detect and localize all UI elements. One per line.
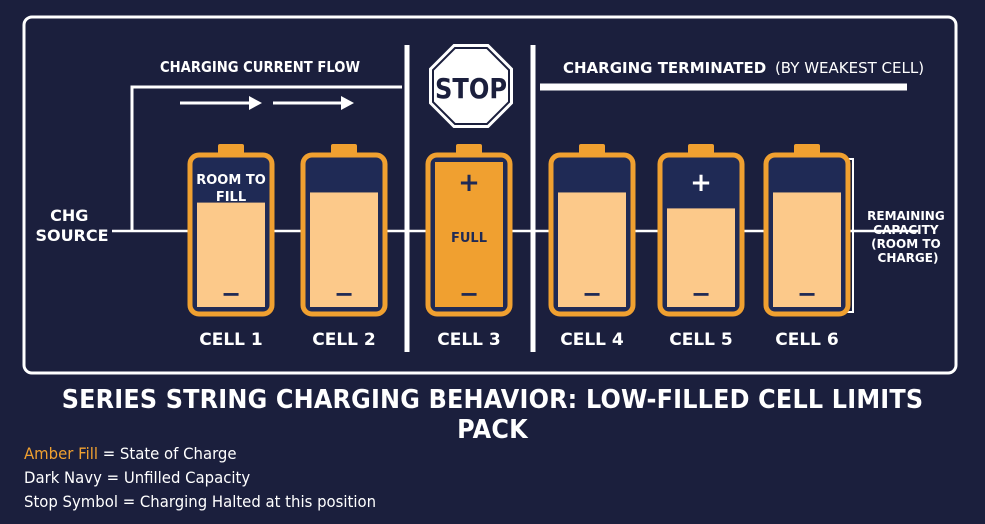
cell-label: CELL 5 [669, 330, 733, 350]
legend-key: Amber Fill [24, 444, 99, 463]
legend-item-stop: Stop Symbol = Charging Halted at this po… [24, 492, 376, 511]
battery-cell: + − CELL 5 [657, 144, 745, 350]
plus-symbol: + [690, 168, 712, 198]
charge-level [558, 192, 626, 307]
charge-level [773, 192, 841, 307]
charge-level [667, 208, 735, 307]
remaining-capacity-label: REMAINING CAPACITY (ROOM TO CHARGE) [867, 209, 949, 265]
minus-symbol: − [691, 280, 711, 308]
battery-cell: − ROOM TO FILL CELL 1 [187, 144, 275, 350]
cell-label: CELL 6 [775, 330, 839, 350]
battery-cell: + − FULL CELL 3 [425, 144, 513, 350]
legend-item-navy: Dark Navy = Unfilled Capacity [24, 468, 250, 487]
cell-label: CELL 3 [437, 330, 501, 350]
cell-inner-text: ROOM TO [196, 173, 266, 188]
legend-item-amber: Amber Fill = State of Charge [24, 444, 237, 463]
legend-desc: Dark Navy = Unfilled Capacity [24, 468, 251, 487]
cell-inner-text: FULL [451, 231, 487, 246]
charge-level [310, 192, 378, 307]
capacity-bracket [847, 158, 854, 313]
cell-label: CELL 4 [560, 330, 624, 350]
diagram-frame [22, 15, 958, 375]
flow-label: CHARGING CURRENT FLOW [160, 58, 360, 76]
minus-symbol: − [334, 280, 354, 308]
flow-arrow [180, 96, 262, 110]
minus-symbol: − [221, 280, 241, 308]
legend-desc: Stop Symbol = Charging Halted at this po… [24, 492, 377, 511]
cell-label: CELL 2 [312, 330, 376, 350]
battery-cell: − CELL 6 [763, 144, 851, 350]
diagram-title: SERIES STRING CHARGING BEHAVIOR: LOW-FIL… [61, 385, 924, 445]
terminated-label: CHARGING TERMINATED (BY WEAKEST CELL) [563, 59, 924, 77]
minus-symbol: − [459, 280, 479, 308]
cell-inner-text: FILL [216, 190, 246, 205]
charge-level [197, 202, 265, 307]
stop-sign: STOP [427, 42, 515, 130]
charge-level [435, 162, 503, 307]
flow-arrow [273, 96, 354, 110]
minus-symbol: − [582, 280, 602, 308]
current-path [130, 85, 402, 231]
battery-cell: − CELL 2 [300, 144, 388, 350]
plus-symbol: + [458, 168, 480, 198]
legend-desc: = State of Charge [98, 444, 237, 463]
minus-symbol: − [797, 280, 817, 308]
source-label: CHG SOURCE [35, 206, 108, 245]
cell-label: CELL 1 [199, 330, 263, 350]
stop-label: STOP [435, 72, 507, 105]
battery-cell: − CELL 4 [548, 144, 636, 350]
